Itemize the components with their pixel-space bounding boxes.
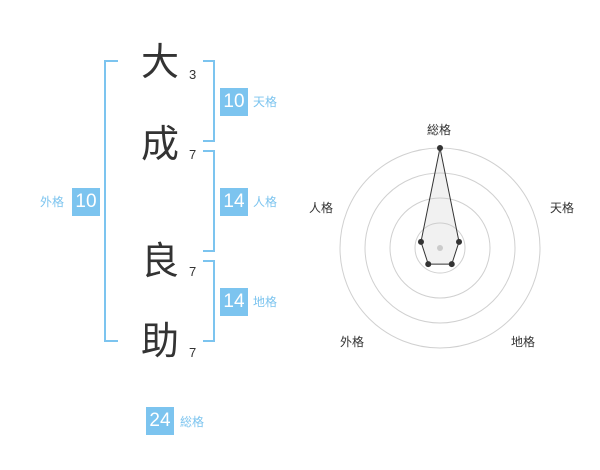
gaikaku-value-badge: 10 (72, 188, 100, 216)
stroke-count-4: 7 (189, 345, 197, 360)
jinkaku-label: 人格 (253, 195, 278, 209)
chikaku-value-badge: 14 (220, 288, 248, 316)
stroke-count-3: 7 (189, 264, 197, 279)
radar-center (437, 245, 443, 251)
radar-label-tenkaku: 天格 (550, 201, 575, 215)
soukaku-value-badge: 24 (146, 407, 174, 435)
jinkaku-value-badge: 14 (220, 188, 248, 216)
name-char-3: 良 (141, 239, 180, 283)
tenkaku-value-badge: 10 (220, 88, 248, 116)
gaikaku-bracket (104, 60, 118, 342)
soukaku-label: 総格 (180, 415, 205, 429)
radar-point-1 (456, 238, 463, 245)
name-char-2: 成 (141, 122, 180, 166)
radar-chart (339, 145, 541, 349)
chikaku-bracket (203, 260, 215, 342)
name-char-1: 大 (141, 40, 180, 84)
radar-point-0 (437, 145, 443, 151)
name-char-4: 助 (141, 319, 180, 363)
stroke-count-2: 7 (189, 147, 197, 162)
radar-point-2 (448, 261, 455, 268)
radar-series-polygon (420, 147, 460, 265)
radar-label-jinkaku: 人格 (309, 201, 334, 215)
chikaku-label: 地格 (253, 295, 278, 309)
radar-point-3 (425, 261, 432, 268)
radar-label-gaikaku: 外格 (340, 335, 365, 349)
radar-ring (414, 222, 466, 274)
jinkaku-bracket (203, 150, 215, 252)
tenkaku-bracket (203, 60, 215, 142)
tenkaku-label: 天格 (253, 95, 278, 109)
radar-point-4 (417, 238, 424, 245)
radar-ring (364, 172, 516, 324)
radar-label-soukaku: 総格 (427, 123, 452, 137)
radar-label-chikaku: 地格 (511, 335, 536, 349)
stroke-count-1: 3 (189, 67, 197, 82)
radar-plot (417, 145, 463, 268)
gaikaku-label: 外格 (40, 195, 65, 209)
radar-ring (389, 197, 491, 299)
